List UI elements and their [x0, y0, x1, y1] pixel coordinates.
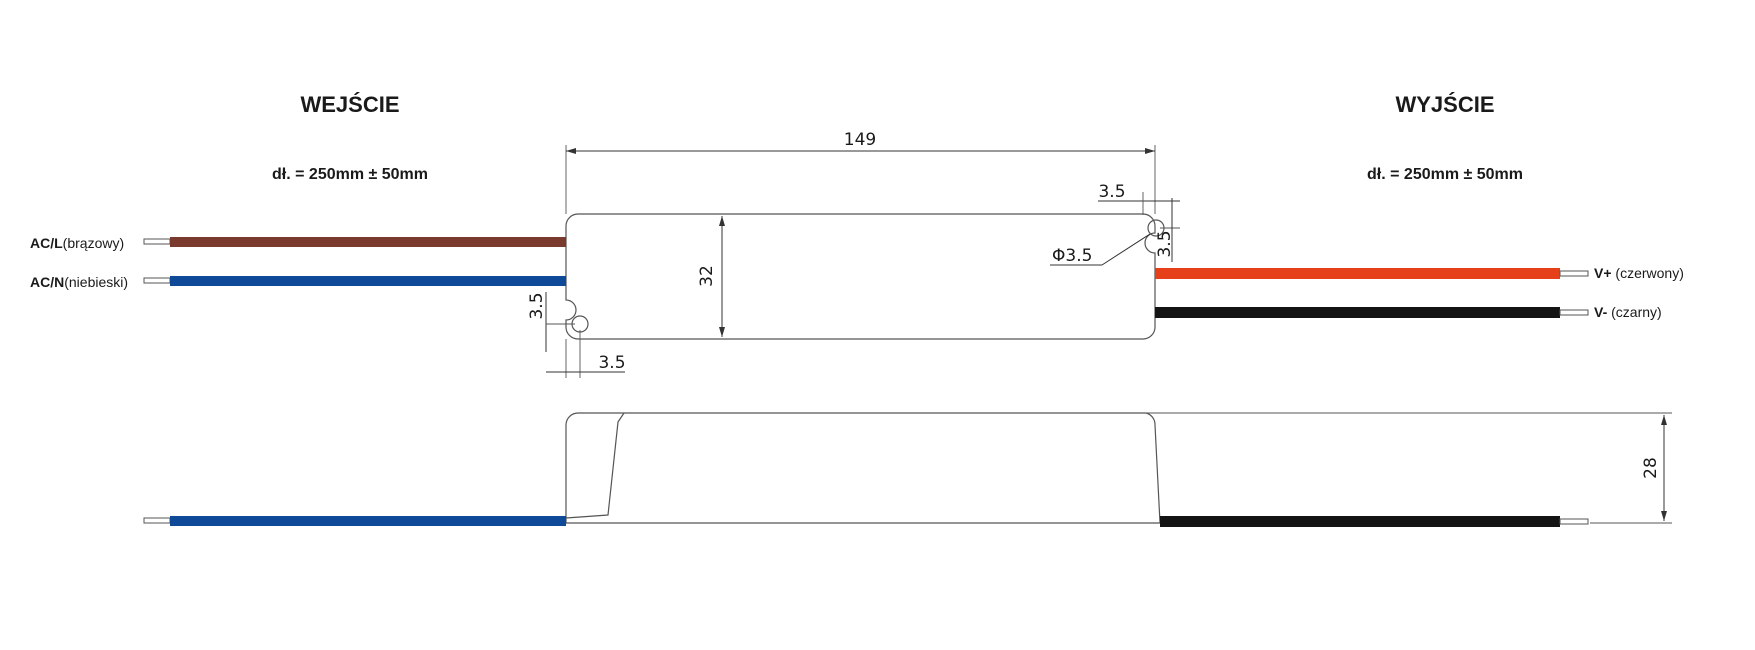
side-output-wire-tip [1559, 518, 1589, 525]
ac-n-color-name: (niebieski) [64, 274, 128, 290]
v-plus-wire-tip [1559, 270, 1589, 277]
ac-l-id: AC/L [30, 235, 63, 251]
v-minus-label: V- (czarny) [1594, 304, 1662, 320]
length-arrow-left [566, 148, 576, 154]
side-view-body-outline [565, 412, 1161, 524]
ac-n-id: AC/N [30, 274, 64, 290]
hole-diameter-leader [1101, 233, 1151, 266]
output-title: WYJŚCIE [1395, 92, 1494, 117]
hole-top-offset-value: 3.5 [1098, 182, 1125, 202]
input-length-note: dł. = 250mm ± 50mm [272, 166, 428, 183]
v-minus-id: V- [1594, 304, 1608, 320]
ac-n-wire [170, 276, 566, 286]
width-arrow-bottom [719, 327, 725, 337]
output-length-note: dł. = 250mm ± 50mm [1367, 166, 1523, 183]
ac-n-label: AC/N(niebieski) [30, 274, 128, 290]
length-value: 149 [844, 130, 876, 150]
ac-l-wire-tip [143, 238, 171, 245]
v-plus-wire [1155, 268, 1560, 279]
width-value: 32 [697, 265, 717, 287]
input-title: WEJŚCIE [300, 92, 399, 117]
v-minus-wire-tip [1559, 309, 1589, 316]
height-arrow-bottom [1661, 511, 1667, 521]
side-output-wire [1160, 516, 1560, 527]
side-view-bevel-line [565, 412, 625, 519]
hole-diameter-value: Φ3.5 [1052, 246, 1092, 266]
ac-l-color-name: (brązowy) [63, 235, 124, 251]
length-arrow-right [1145, 148, 1155, 154]
v-plus-color-name: (czerwony) [1612, 265, 1684, 281]
ac-l-label: AC/L(brązowy) [30, 235, 124, 251]
height-arrow-top [1661, 415, 1667, 425]
width-arrow-top [719, 216, 725, 226]
ac-l-wire [170, 237, 566, 247]
side-input-wire-tip [143, 517, 171, 524]
hole-left-offset-value: 3.5 [598, 353, 625, 373]
hole-bottom-offset-value: 3.5 [527, 292, 547, 319]
v-plus-label: V+ (czerwony) [1594, 265, 1684, 281]
v-minus-color-name: (czarny) [1607, 304, 1661, 320]
v-minus-wire [1155, 307, 1560, 318]
side-input-wire [170, 516, 566, 526]
v-plus-id: V+ [1594, 265, 1612, 281]
height-value: 28 [1641, 457, 1661, 479]
top-view-body-outline [565, 213, 1156, 340]
ac-n-wire-tip [143, 277, 171, 284]
hole-side-offset-value: 3.5 [1155, 230, 1175, 257]
